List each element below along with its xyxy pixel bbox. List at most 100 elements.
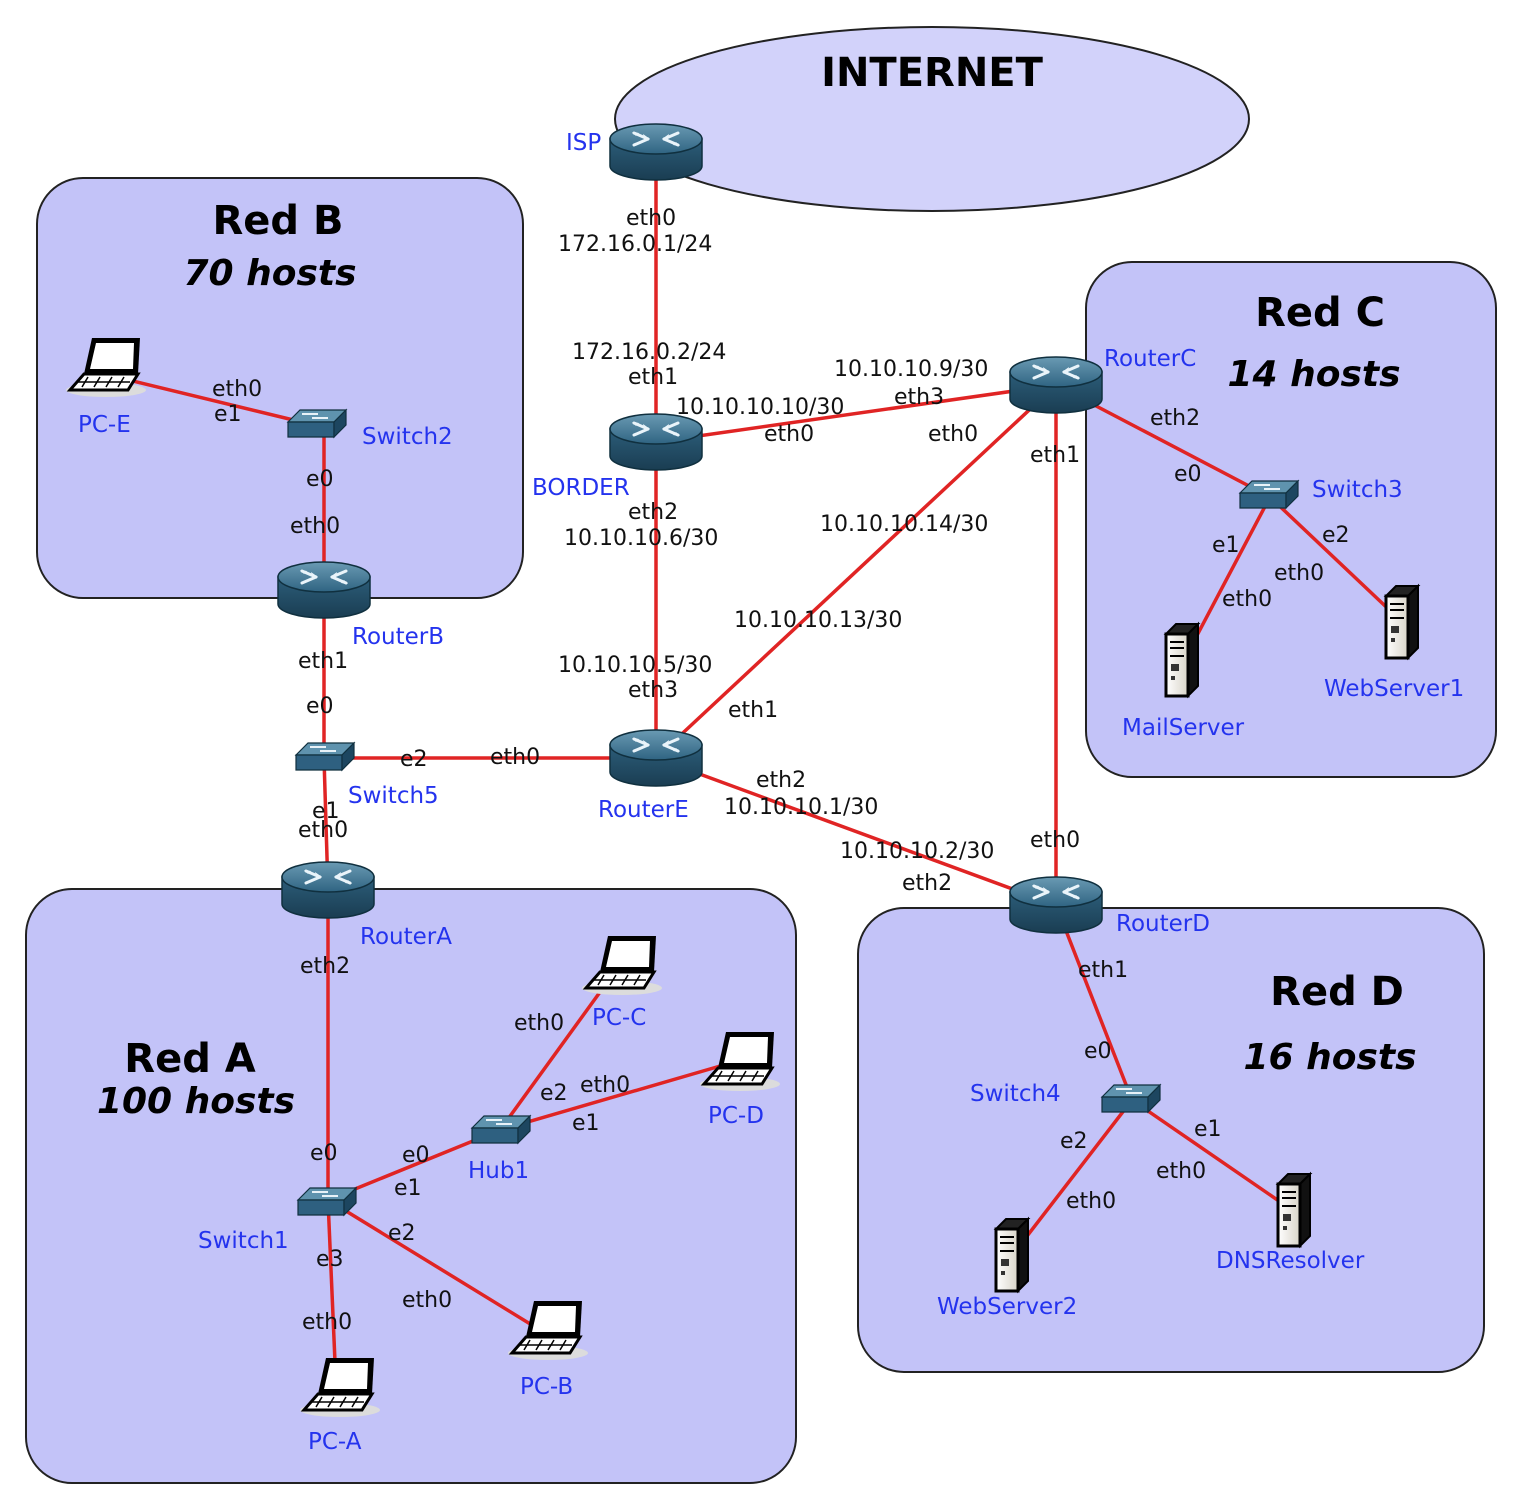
port-label: eth2 (902, 871, 952, 896)
isp-label: ISP (566, 130, 601, 156)
webserver1-label: WebServer1 (1324, 676, 1464, 702)
link-border-routerc (655, 383, 1057, 444)
port-label: eth1 (298, 649, 348, 674)
border-router-icon[interactable] (608, 412, 704, 472)
port-label: e1 (1212, 533, 1240, 558)
port-label: eth2 (628, 500, 678, 525)
routerd-router-icon[interactable] (1008, 875, 1104, 935)
ip-label: 10.10.10.1/30 (724, 795, 878, 820)
port-label: eth0 (302, 1310, 352, 1335)
link-switch4-webserver2 (1012, 1098, 1134, 1255)
link-routere-routerd (655, 756, 1057, 907)
link-routerc-routere (654, 383, 1058, 760)
port-label: eth0 (580, 1073, 630, 1098)
dnsresolver-server-icon[interactable] (1276, 1172, 1312, 1248)
port-labels: eth0 172.16.0.1/24 172.16.0.2/24 eth1 10… (212, 206, 1350, 1335)
port-label: e0 (310, 1141, 338, 1166)
switch4-label: Switch4 (970, 1081, 1061, 1107)
port-label: eth0 (290, 514, 340, 539)
ip-label: 172.16.0.2/24 (572, 340, 726, 365)
port-label: eth0 (928, 422, 978, 447)
port-label: eth0 (402, 1288, 452, 1313)
port-label: eth1 (628, 365, 678, 390)
routere-label: RouterE (598, 797, 689, 823)
red-b-title: Red B (213, 198, 344, 244)
switch5-label: Switch5 (348, 783, 439, 809)
webserver2-label: WebServer2 (937, 1294, 1077, 1320)
red-a-zone (25, 888, 797, 1484)
switch3-icon[interactable] (1239, 480, 1299, 509)
routerc-router-icon[interactable] (1008, 355, 1104, 415)
port-label: eth0 (764, 422, 814, 447)
port-label: e1 (1194, 1117, 1222, 1142)
link-switch1-pca (326, 1199, 338, 1386)
port-label: eth1 (1030, 443, 1080, 468)
routera-router-icon[interactable] (280, 860, 376, 920)
switch1-label: Switch1 (198, 1228, 289, 1254)
port-label: eth0 (490, 745, 540, 770)
port-label: eth0 (1156, 1159, 1206, 1184)
port-label: e0 (1084, 1039, 1112, 1064)
link-hub1-pcc (498, 968, 618, 1132)
routerb-router-icon[interactable] (276, 560, 372, 620)
ip-label: 172.16.0.1/24 (558, 232, 712, 257)
ip-label: 10.10.10.13/30 (734, 608, 902, 633)
ip-label: 10.10.10.5/30 (558, 653, 712, 678)
internet-cloud (614, 26, 1250, 212)
pc-d-label: PC-D (708, 1103, 764, 1129)
internet-title: INTERNET (821, 50, 1044, 96)
pc-a-label: PC-A (308, 1429, 362, 1455)
webserver1-server-icon[interactable] (1384, 584, 1420, 660)
switch1-icon[interactable] (297, 1187, 357, 1216)
isp-router-icon[interactable] (608, 122, 704, 182)
ip-label: 10.10.10.10/30 (676, 395, 844, 420)
port-label: eth1 (1078, 958, 1128, 983)
webserver2-server-icon[interactable] (994, 1217, 1030, 1293)
switch2-label: Switch2 (362, 424, 453, 450)
port-label: eth0 (626, 206, 676, 231)
port-label: e2 (388, 1221, 416, 1246)
hub1-label: Hub1 (468, 1158, 529, 1184)
port-label: e2 (540, 1081, 568, 1106)
red-b-hosts: 70 hosts (183, 253, 356, 294)
routerd-label: RouterD (1116, 911, 1210, 937)
switch4-icon[interactable] (1101, 1084, 1161, 1113)
port-label: eth0 (1066, 1189, 1116, 1214)
link-switch3-webserver1 (1268, 495, 1402, 622)
port-label: e3 (316, 1247, 344, 1272)
port-label: eth0 (514, 1011, 564, 1036)
port-label: e1 (312, 799, 340, 824)
routere-router-icon[interactable] (608, 728, 704, 788)
port-label: eth2 (300, 954, 350, 979)
port-label: eth0 (1222, 587, 1272, 612)
port-label: e1 (214, 402, 242, 427)
port-label: e2 (400, 747, 428, 772)
port-label: e1 (394, 1176, 422, 1201)
red-d-hosts: 16 hosts (1243, 1037, 1416, 1078)
port-label: e1 (572, 1111, 600, 1136)
hub1-icon[interactable] (471, 1115, 531, 1144)
ip-label: 10.10.10.6/30 (564, 526, 718, 551)
red-c-title: Red C (1255, 290, 1385, 336)
routerb-label: RouterB (352, 624, 444, 650)
routerc-label: RouterC (1104, 346, 1196, 372)
ip-label: 10.10.10.2/30 (840, 839, 994, 864)
switch5-icon[interactable] (295, 742, 355, 771)
mailserver-server-icon[interactable] (1164, 622, 1200, 698)
port-label: eth2 (756, 768, 806, 793)
port-label: e2 (1322, 523, 1350, 548)
switch2-icon[interactable] (287, 409, 347, 438)
ip-label: 10.10.10.14/30 (820, 512, 988, 537)
link-switch1-pcb (327, 1198, 541, 1332)
red-a-hosts: 100 hosts (97, 1081, 295, 1122)
switch3-label: Switch3 (1312, 477, 1403, 503)
port-label: eth0 (1030, 828, 1080, 853)
port-label: e2 (1060, 1129, 1088, 1154)
link-hub1-pcd (499, 1060, 735, 1132)
border-label: BORDER (532, 475, 630, 501)
red-d-title: Red D (1270, 969, 1404, 1015)
link-routerd-switch4 (1054, 904, 1134, 1101)
routera-label: RouterA (360, 924, 452, 950)
link-switch1-hub1 (327, 1128, 501, 1202)
port-label: e0 (306, 694, 334, 719)
